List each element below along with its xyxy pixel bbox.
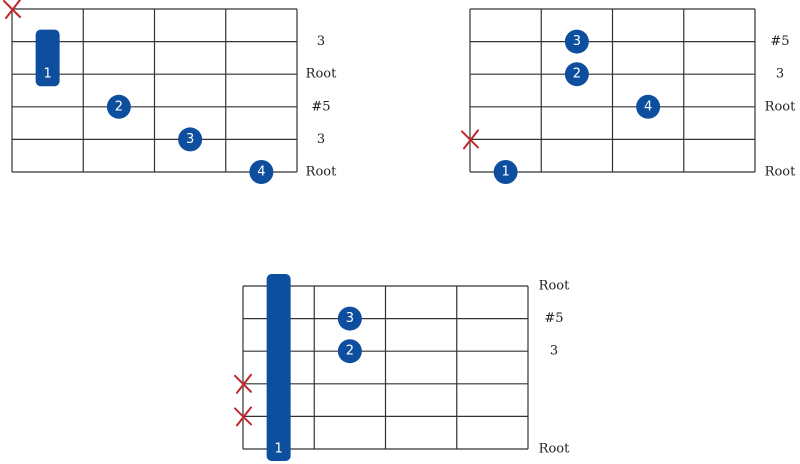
finger-dot — [564, 29, 589, 54]
finger-number: 1 — [501, 165, 509, 180]
x-mark-icon — [461, 129, 479, 150]
string-label: Root — [765, 99, 796, 114]
finger-dot — [564, 62, 589, 87]
finger-number: 3 — [186, 132, 194, 147]
finger-number: 3 — [346, 311, 354, 326]
finger-dot — [249, 160, 274, 184]
string-label: Root — [539, 279, 570, 294]
finger-dot — [178, 127, 203, 152]
x-mark-icon — [234, 373, 252, 394]
finger-number: 1 — [274, 442, 282, 457]
string-label: Root — [306, 165, 337, 180]
finger-dot — [106, 94, 131, 119]
finger-number: 4 — [644, 99, 652, 114]
string-label: #5 — [544, 311, 563, 326]
string-label: 3 — [776, 67, 784, 82]
string-label: 3 — [317, 34, 325, 49]
finger-dot — [337, 306, 362, 331]
barre-marker — [35, 29, 60, 87]
string-label: Root — [765, 165, 796, 180]
x-mark-icon — [3, 0, 21, 19]
finger-number: 4 — [257, 165, 265, 180]
string-label: Root — [306, 67, 337, 82]
finger-dot — [337, 339, 362, 364]
barre-marker — [266, 274, 291, 461]
finger-number: 2 — [573, 67, 581, 82]
finger-number: 3 — [573, 34, 581, 49]
finger-dot — [636, 94, 661, 119]
finger-dot — [493, 160, 518, 184]
string-label: #5 — [311, 99, 330, 114]
x-mark-icon — [234, 406, 252, 427]
string-label: 3 — [317, 132, 325, 147]
string-label: 3 — [550, 344, 558, 359]
finger-number: 2 — [346, 344, 354, 359]
string-label: Root — [539, 442, 570, 457]
string-label: #5 — [770, 34, 789, 49]
finger-number: 1 — [43, 67, 51, 82]
finger-number: 2 — [115, 99, 123, 114]
